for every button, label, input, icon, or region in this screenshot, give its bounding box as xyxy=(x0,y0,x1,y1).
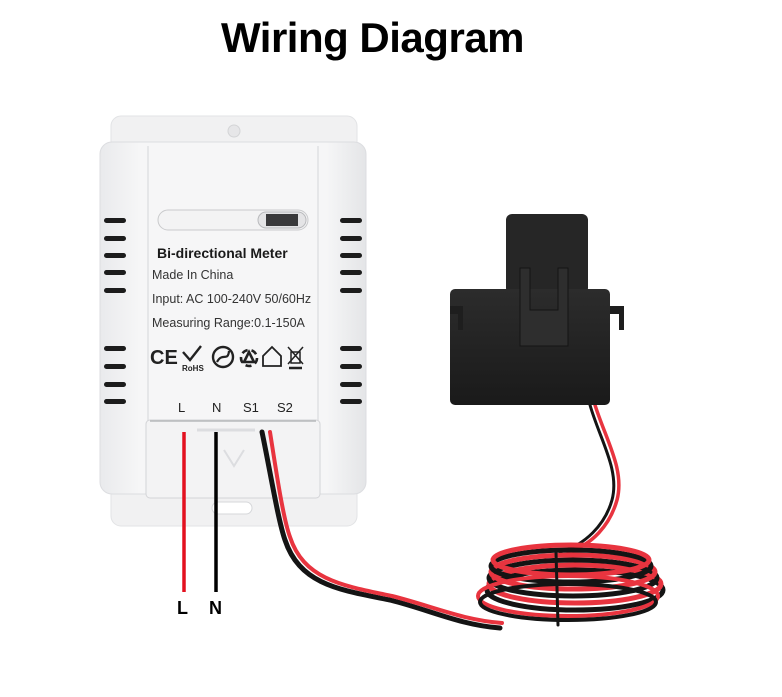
cable-coil xyxy=(476,542,666,627)
meter-origin: Made In China xyxy=(152,268,234,282)
rohs-check-icon xyxy=(182,345,202,362)
recycle-icon xyxy=(239,348,259,368)
terminal-l: L xyxy=(178,400,186,415)
diagram-title: Wiring Diagram xyxy=(221,14,525,61)
l-wire-label: L xyxy=(177,598,188,618)
ct-sensor xyxy=(450,214,624,405)
terminal-s2: S2 xyxy=(277,400,293,415)
terminal-s1: S1 xyxy=(243,400,259,415)
house-icon xyxy=(262,345,282,367)
green-dot-icon xyxy=(211,345,235,369)
ct-cable xyxy=(259,403,621,631)
ce-mark: CE xyxy=(150,347,178,369)
certification-icons xyxy=(182,345,304,370)
vent-slots-left xyxy=(104,218,126,404)
meter-device xyxy=(99,115,367,527)
rohs-mark: RoHS xyxy=(182,364,204,373)
terminal-n: N xyxy=(212,400,222,415)
meter-name: Bi-directional Meter xyxy=(157,245,288,261)
meter-range-spec: Measuring Range:0.1-150A xyxy=(152,316,305,330)
meter-input-spec: Input: AC 100-240V 50/60Hz xyxy=(152,292,312,306)
weee-bin-icon xyxy=(287,346,304,370)
vent-slots-right xyxy=(340,218,362,404)
n-wire-label: N xyxy=(209,598,222,618)
